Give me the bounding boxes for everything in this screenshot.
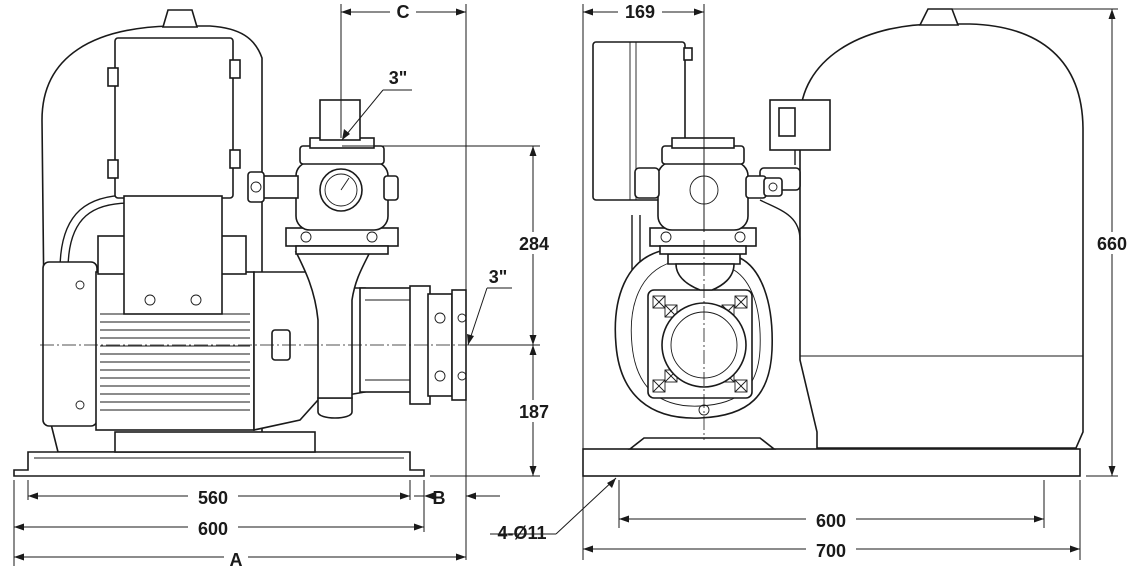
front-view [13,9,467,477]
label-a: A [230,550,243,570]
label-284: 284 [519,234,549,254]
label-c: C [397,2,410,22]
label-187: 187 [519,402,549,422]
front-control-box [114,37,234,199]
front-base-plate [13,451,425,477]
front-pump-casing [359,287,413,393]
side-tank [799,23,1084,449]
side-tank-cap [918,8,960,26]
label-600-front: 600 [198,519,228,539]
label-700: 700 [816,541,846,561]
side-view [582,8,1084,477]
front-motor-foot [114,431,316,453]
label-600-side: 600 [816,511,846,531]
dimension-lines [13,2,1131,570]
label-holes: 4-Ø11 [497,523,546,543]
front-tank-cap [161,9,199,28]
front-motor-end-cover [42,261,98,427]
side-valve-body [657,161,749,231]
label-pipe-top: 3" [389,68,408,88]
front-suction-pipe [319,99,361,141]
side-base-plate [582,448,1081,477]
label-b: B [433,488,446,508]
label-660: 660 [1097,234,1127,254]
front-bracket [123,195,223,315]
label-560: 560 [198,488,228,508]
label-169: 169 [625,2,655,22]
label-pipe-side: 3" [489,267,508,287]
dimension-labels: C 169 3" 3" 284 187 660 560 B 600 A 4-Ø1… [198,2,1127,570]
dimension-arrows [14,8,1116,561]
